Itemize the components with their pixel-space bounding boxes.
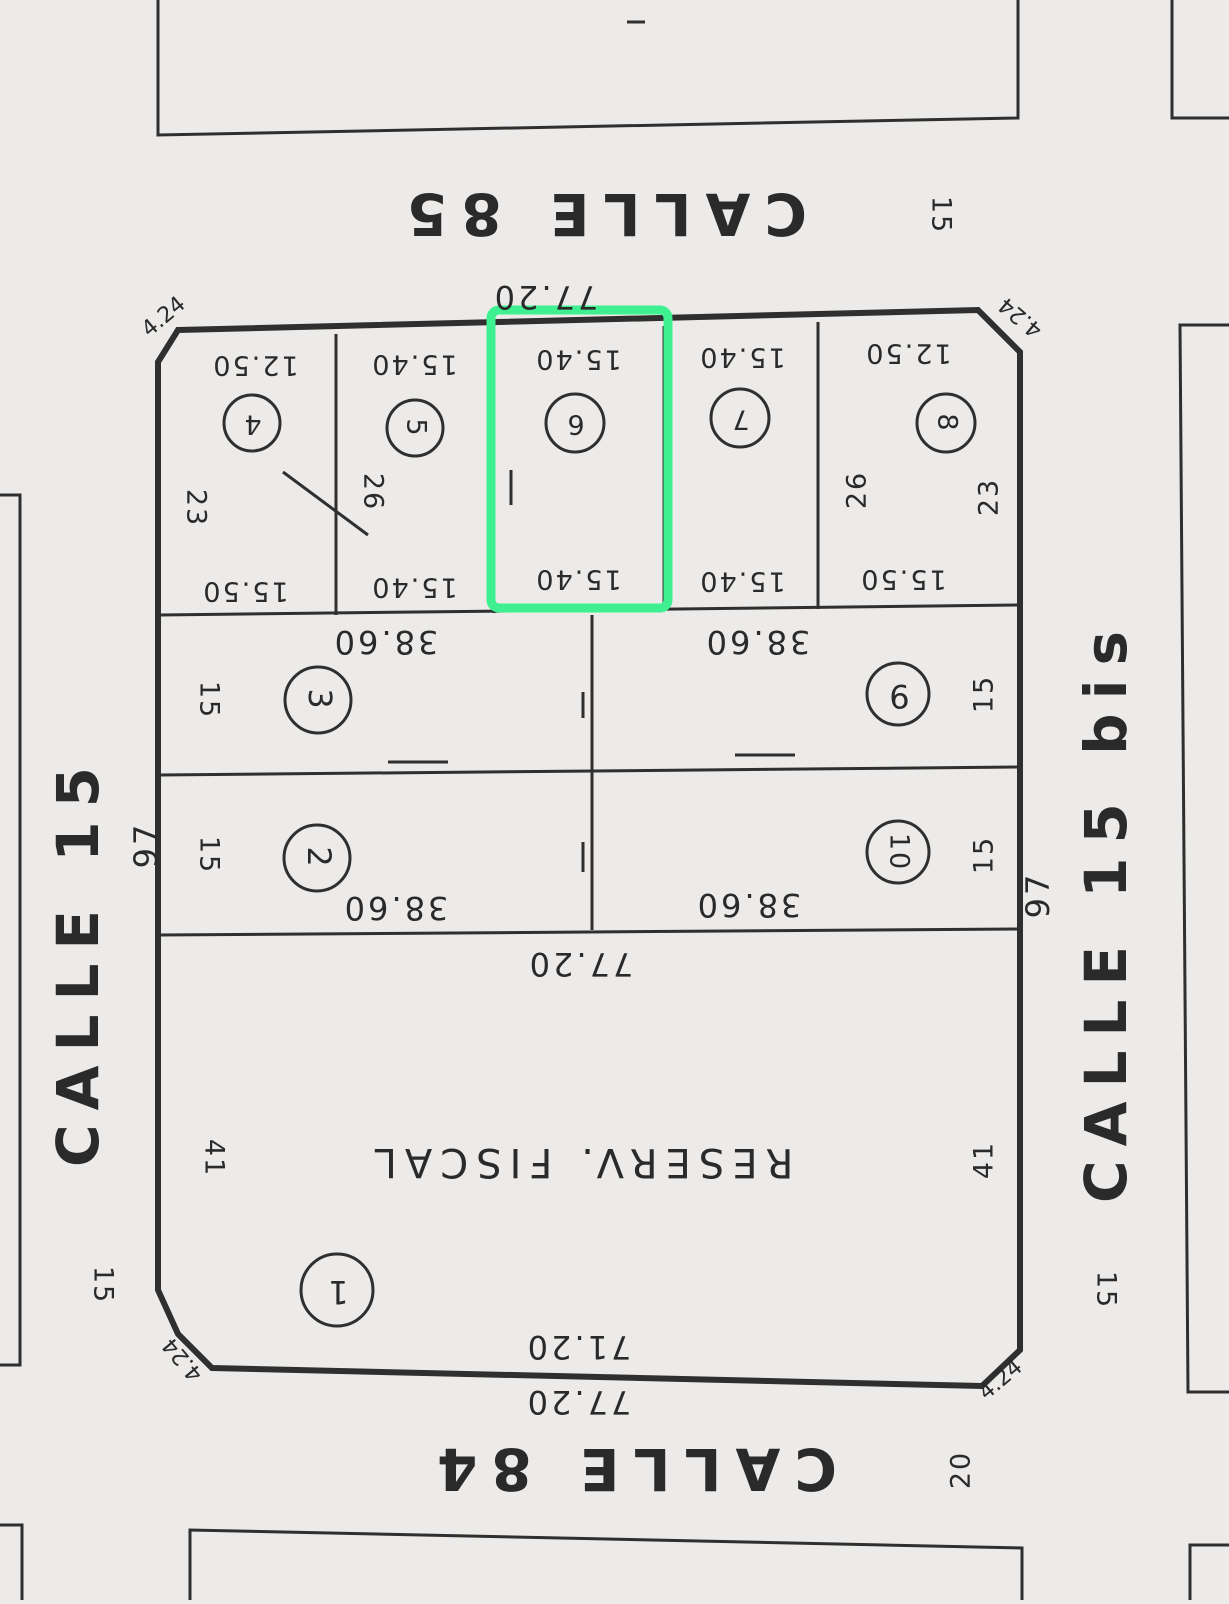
lot-8-circle xyxy=(915,392,977,454)
row-divider-2 xyxy=(159,765,1021,777)
lot-3-number: 3 xyxy=(301,688,339,711)
street-width-right: 15 xyxy=(1091,1271,1122,1309)
street-label-right: CALLE 15 bis xyxy=(1072,617,1140,1203)
lot-3-depth: 38.60 xyxy=(332,623,439,661)
lot-8-side-left: 26 xyxy=(842,471,873,509)
lot-6-front-top: 15.40 xyxy=(534,344,621,375)
neighbor-block-top xyxy=(156,0,1020,137)
lot-4-front-bottom: 15.50 xyxy=(201,576,288,607)
block-outline xyxy=(155,306,1023,1390)
lot-9-depth: 38.60 xyxy=(704,623,811,661)
reserve-label: RESERV. FISCAL xyxy=(367,1139,794,1185)
lot-5-circle xyxy=(385,398,445,458)
lot-10-front: 15 xyxy=(969,836,1000,874)
lot-10-depth: 38.60 xyxy=(695,886,802,924)
lot-8-front-bottom: 15.50 xyxy=(859,564,946,595)
street-label-bottom: CALLE 84 xyxy=(423,1435,837,1503)
lot-3-circle xyxy=(283,665,353,735)
lot-7-front-top: 15.40 xyxy=(698,342,785,373)
lot-9-number: 9 xyxy=(886,677,909,715)
lot-5-front-bottom: 15.40 xyxy=(370,572,457,603)
lot-2-circle xyxy=(282,823,352,893)
lot-1-number: 1 xyxy=(325,1273,348,1311)
row-divider-3 xyxy=(159,927,1021,937)
lot-1-circle xyxy=(299,1252,375,1328)
lot-5-number: 5 xyxy=(401,418,432,437)
lot-8-number: 8 xyxy=(932,413,963,432)
lot-6-circle xyxy=(544,392,606,454)
neighbor-block-bottom-left xyxy=(0,1523,24,1600)
lot-5-front-top: 15.40 xyxy=(370,349,457,380)
lot-2-number: 2 xyxy=(300,846,338,869)
corner-chamfer-tl: 4.24 xyxy=(137,292,191,343)
reserve-side-right: 41 xyxy=(969,1141,1000,1179)
lot-2-depth: 38.60 xyxy=(342,889,449,927)
street-width-left: 15 xyxy=(88,1266,119,1304)
block-bottom-inner: 71.20 xyxy=(525,1328,632,1366)
reserve-side-left: 41 xyxy=(199,1139,230,1177)
block-left-length: 97 xyxy=(127,822,165,869)
lot-5-side: 26 xyxy=(358,473,389,511)
neighbor-block-left xyxy=(0,493,22,1367)
lot-8-front-top: 12.50 xyxy=(864,338,951,369)
lot-6-highlight[interactable] xyxy=(486,305,673,613)
corner-chamfer-br: 4.24 xyxy=(974,1355,1028,1406)
lot-7-front-bottom: 15.40 xyxy=(698,566,785,597)
block-middle-length: 77.20 xyxy=(527,945,634,983)
street-width-bottom: 20 xyxy=(946,1451,977,1489)
lot-4-number: 4 xyxy=(242,409,261,440)
street-width-top: 15 xyxy=(926,196,957,234)
street-label-top: CALLE 85 xyxy=(393,180,807,248)
lot-10-number: 10 xyxy=(884,833,915,871)
neighbor-block-bottom-right xyxy=(1188,1543,1229,1600)
lot-4-side: 23 xyxy=(181,489,212,527)
lot-9-front: 15 xyxy=(969,675,1000,713)
street-label-left: CALLE 15 xyxy=(44,753,112,1167)
lot-6-front-bottom: 15.40 xyxy=(534,564,621,595)
neighbor-block-top-right xyxy=(1170,0,1229,120)
neighbor-block-right xyxy=(1178,323,1229,1394)
block-right-length: 97 xyxy=(1019,872,1057,919)
hatch-mark xyxy=(282,470,369,537)
block-top-length: 77.20 xyxy=(492,278,599,316)
block-bottom-outer: 77.20 xyxy=(525,1383,632,1421)
lot-7-number: 7 xyxy=(730,404,749,435)
lot-4-front-top: 12.50 xyxy=(211,350,298,381)
lot-6-number: 6 xyxy=(565,409,584,440)
lot-3-front: 15 xyxy=(194,681,225,719)
neighbor-block-bottom xyxy=(188,1528,1024,1600)
lot-9-circle xyxy=(865,661,931,727)
lot-8-side-right: 23 xyxy=(974,478,1005,516)
lot-2-front: 15 xyxy=(194,836,225,874)
lot-10-circle xyxy=(865,819,931,885)
lot-7-circle xyxy=(709,387,771,449)
lot-4-circle xyxy=(222,393,282,453)
